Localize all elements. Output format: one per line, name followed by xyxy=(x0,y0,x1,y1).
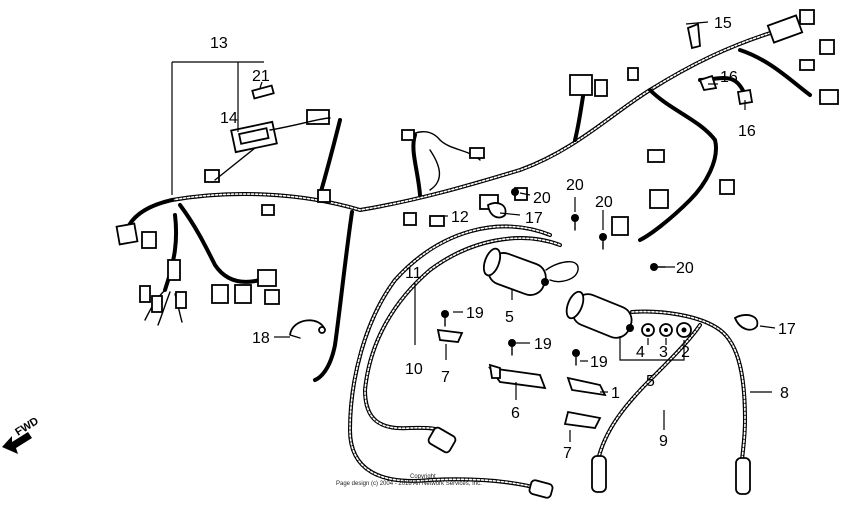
callout-1: 1 xyxy=(611,385,620,402)
callout-17a: 17 xyxy=(525,210,543,227)
copyright-line-1: Copyright xyxy=(410,474,436,480)
upper-middle-branch xyxy=(401,129,485,191)
copyright-notice: Copyright Page design (c) 2004 - 2018 Ar… xyxy=(336,474,482,487)
fuse-holder-assembly xyxy=(171,61,331,195)
callout-19c: 19 xyxy=(590,354,608,371)
callout-5a: 5 xyxy=(505,309,514,326)
coil-brackets xyxy=(436,328,607,429)
main-wire-harness xyxy=(123,28,812,382)
callout-6: 6 xyxy=(511,405,520,422)
callout-12: 12 xyxy=(451,209,469,226)
copyright-line-2: Page design (c) 2004 - 2018 Ari Network … xyxy=(336,481,482,487)
callout-20b: 20 xyxy=(566,177,584,194)
callout-15: 15 xyxy=(714,15,732,32)
callout-4: 4 xyxy=(636,344,645,361)
harness-clamp-18 xyxy=(289,319,326,339)
callout-9: 9 xyxy=(659,433,668,450)
callout-leader-lines xyxy=(237,21,776,442)
callout-3: 3 xyxy=(659,344,668,361)
callout-2: 2 xyxy=(681,344,690,361)
ignition-coil-upper xyxy=(482,247,579,296)
left-pigtail-leads xyxy=(139,285,187,326)
callout-20a: 20 xyxy=(533,190,551,207)
callout-19a: 19 xyxy=(466,305,484,322)
callout-20c: 20 xyxy=(595,194,613,211)
coil-hardware-nuts xyxy=(641,322,692,338)
part-callouts: 13 21 14 15 16 16 20 20 20 20 12 17 17 1… xyxy=(210,15,796,462)
callout-16a: 16 xyxy=(720,69,738,86)
spark-plug-leads xyxy=(591,309,751,495)
callout-20d: 20 xyxy=(676,260,694,277)
mounting-bolts xyxy=(441,188,666,366)
forward-direction-arrow: FWD xyxy=(2,415,41,454)
callout-7a: 7 xyxy=(441,369,450,386)
callout-5b: 5 xyxy=(646,373,655,390)
callout-16b: 16 xyxy=(738,123,756,140)
callout-14: 14 xyxy=(220,110,238,127)
high-tension-cord-pair xyxy=(348,224,562,499)
callout-18: 18 xyxy=(252,330,270,347)
harness-clips xyxy=(487,22,759,331)
callout-21: 21 xyxy=(252,68,270,85)
callout-8: 8 xyxy=(780,385,789,402)
callout-13: 13 xyxy=(210,35,228,52)
callout-11: 11 xyxy=(405,265,422,282)
callout-19b: 19 xyxy=(534,336,552,353)
callout-7b: 7 xyxy=(563,445,572,462)
callout-10: 10 xyxy=(405,361,423,378)
ignition-coil-lower xyxy=(565,290,634,339)
callout-17b: 17 xyxy=(778,321,796,338)
